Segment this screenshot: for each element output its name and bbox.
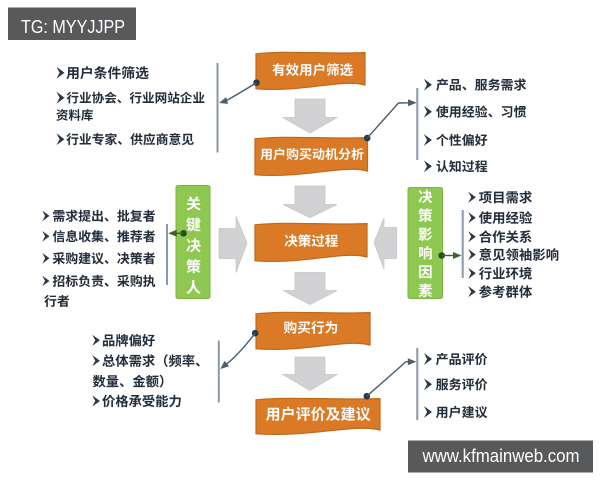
svg-text:www.kfmainweb.com: www.kfmainweb.com [422,445,580,466]
svg-text:TG: MYYJJPP: TG: MYYJJPP [21,16,125,37]
